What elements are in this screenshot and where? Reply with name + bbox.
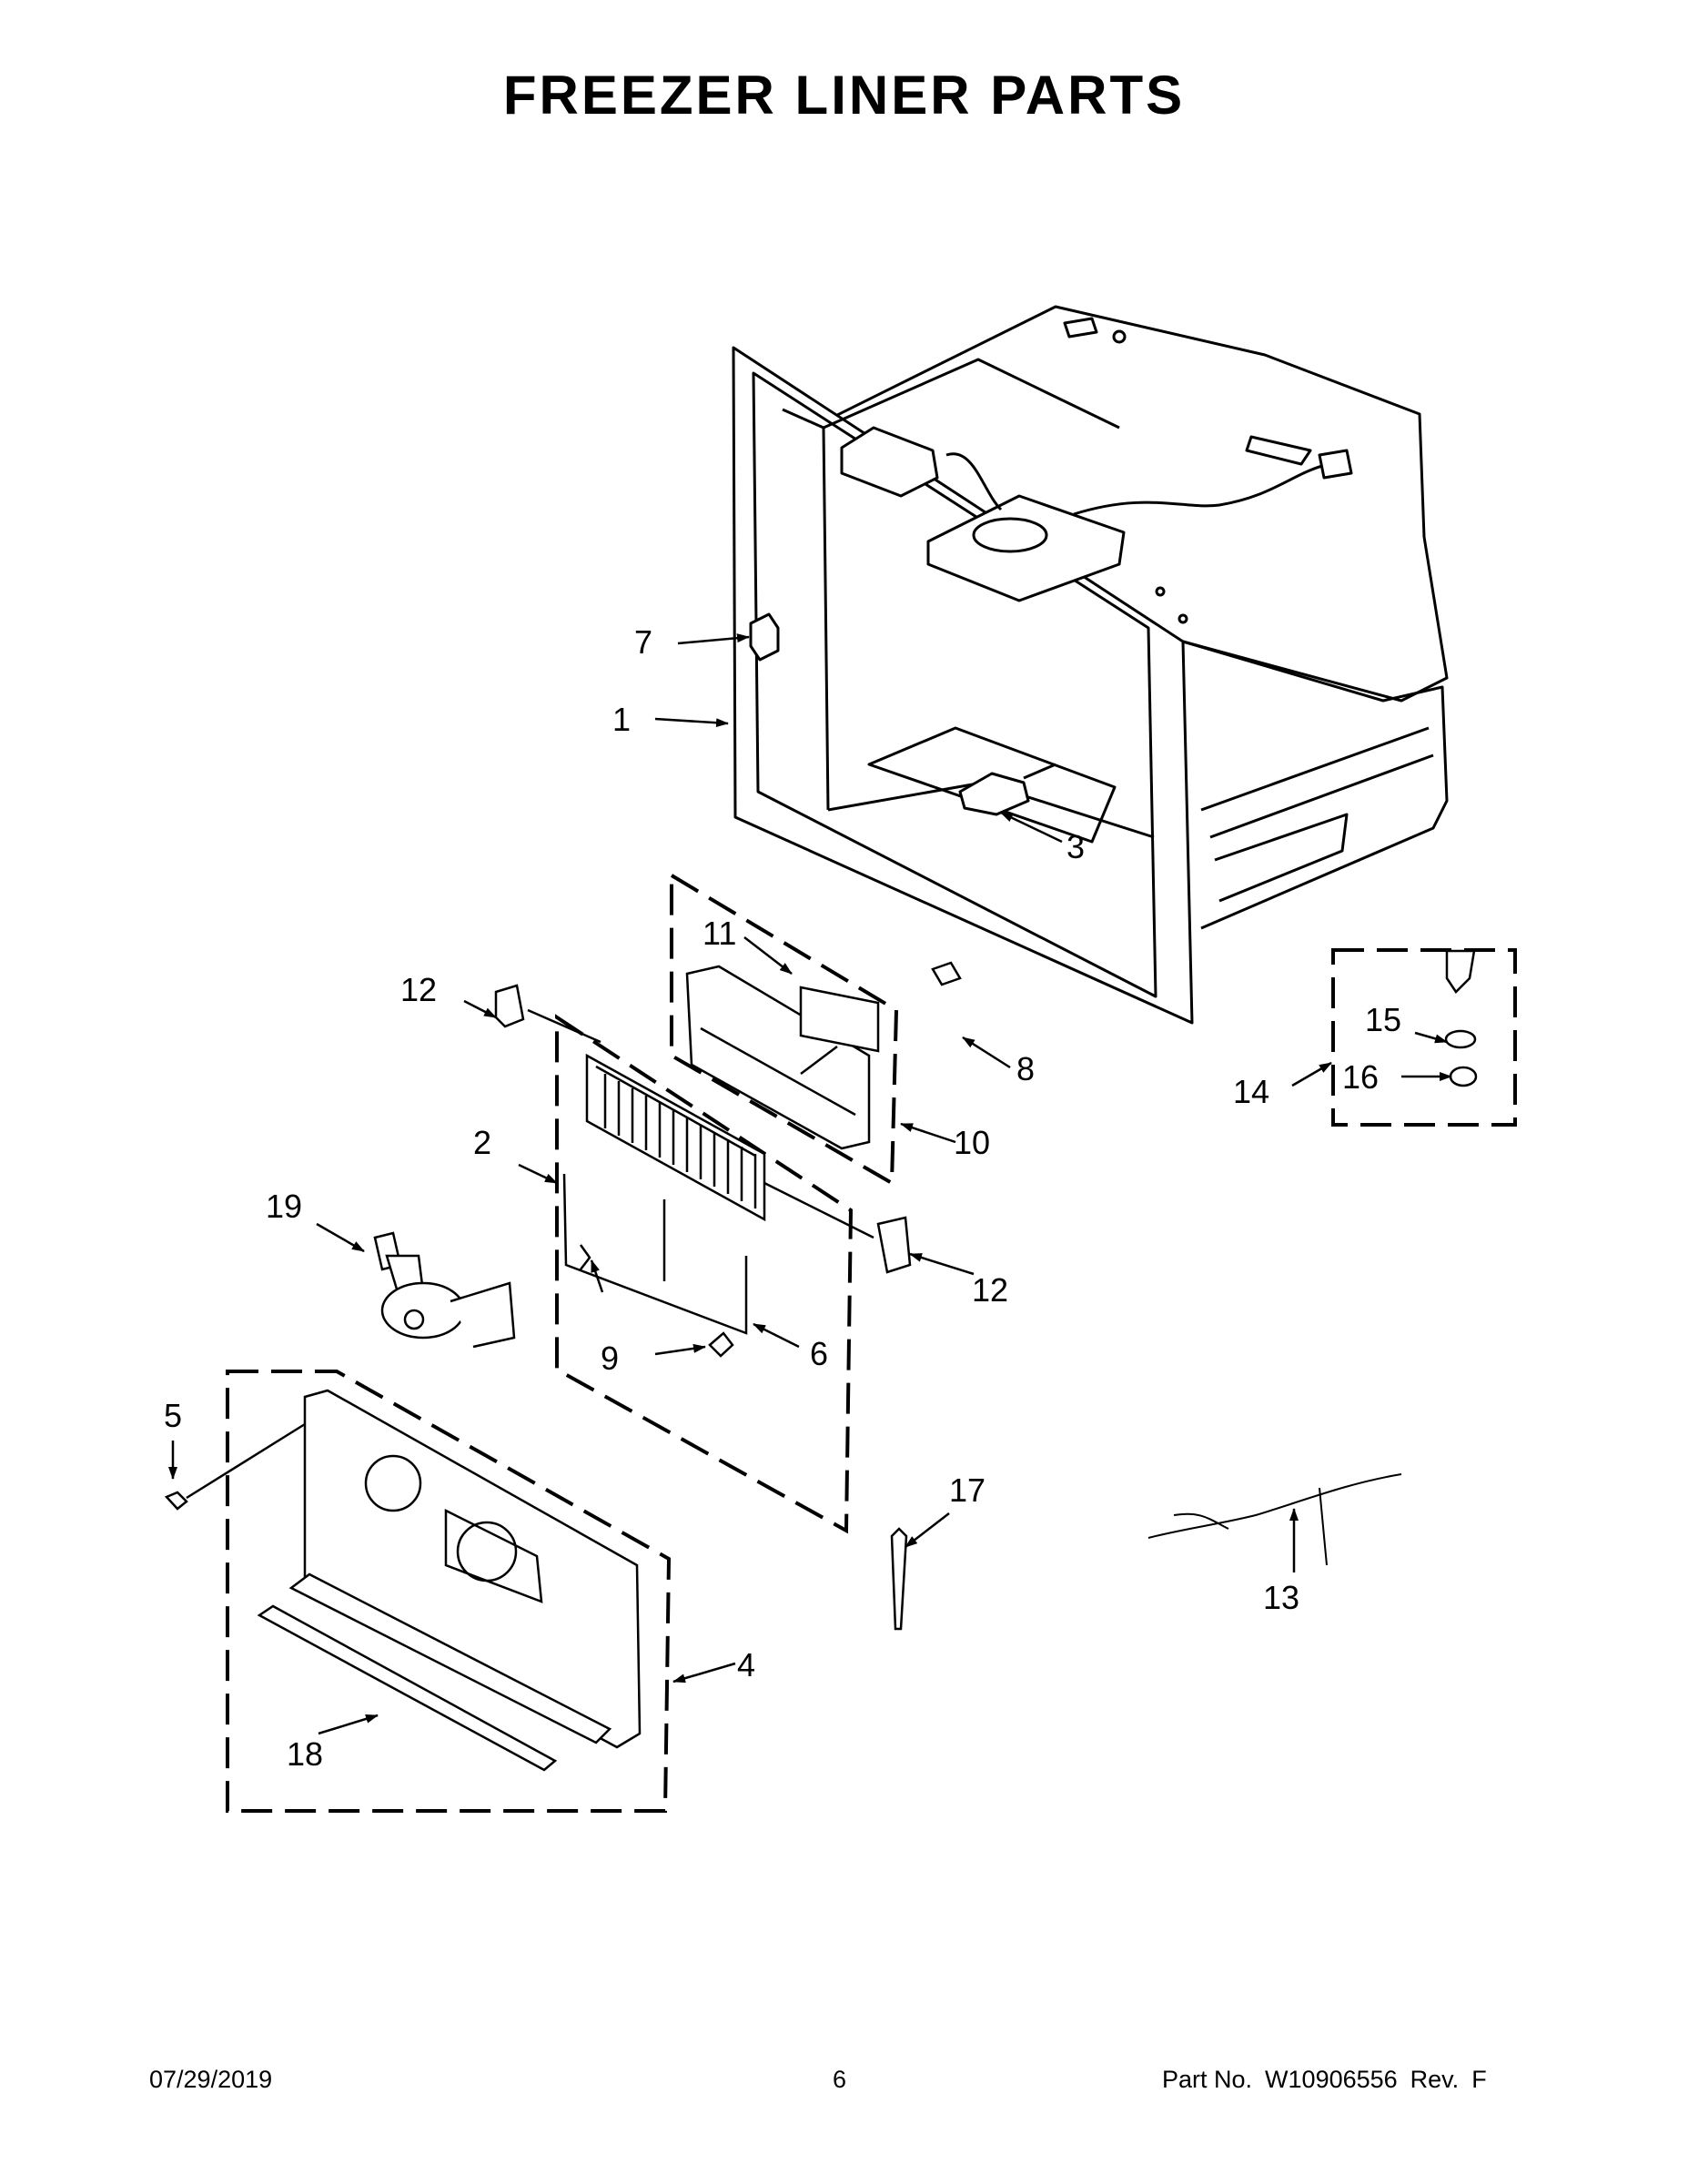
callout-11: 11 <box>702 915 736 952</box>
page-title: FREEZER LINER PARTS <box>502 65 1186 126</box>
defrost-cover <box>685 965 880 1150</box>
callout-2: 2 <box>473 1124 491 1161</box>
small-parts <box>164 949 1478 1631</box>
freezer-liner <box>732 305 1449 1025</box>
rev-label: Rev. <box>1410 2066 1460 2093</box>
callout-3: 3 <box>1066 828 1085 865</box>
part-no-label: Part No. <box>1162 2066 1253 2093</box>
callout-13: 13 <box>1263 1579 1299 1616</box>
callout-1: 1 <box>612 701 631 738</box>
callout-16: 16 <box>1342 1058 1379 1096</box>
rev-value: F <box>1471 2066 1487 2093</box>
callout-12-left: 12 <box>400 971 437 1008</box>
rear-panel <box>257 1389 642 1772</box>
callout-14: 14 <box>1233 1073 1269 1110</box>
fan-motor <box>373 1231 516 1349</box>
callout-9: 9 <box>601 1340 619 1377</box>
callout-17: 17 <box>949 1471 986 1509</box>
part-number: W10906556 <box>1265 2066 1398 2093</box>
evaporator-group <box>226 872 1517 1813</box>
footer-page-number: 6 <box>833 2066 847 2093</box>
evaporator-coil <box>527 1008 874 1335</box>
callout-12-right: 12 <box>972 1271 1008 1309</box>
footer-part-info: Part No. W10906556 Rev. F <box>1162 2066 1500 2094</box>
callout-8: 8 <box>1016 1050 1035 1087</box>
callout-5: 5 <box>164 1397 182 1434</box>
callout-7: 7 <box>634 623 652 661</box>
leader-lines <box>168 633 1452 1735</box>
callout-18: 18 <box>287 1735 323 1773</box>
callout-4: 4 <box>737 1646 755 1684</box>
wire-harness <box>1147 1473 1402 1566</box>
callout-6: 6 <box>810 1335 828 1372</box>
callout-10: 10 <box>954 1124 990 1161</box>
footer-date: 07/29/2019 <box>149 2066 273 2093</box>
callout-19: 19 <box>266 1188 302 1225</box>
callout-15: 15 <box>1365 1001 1401 1038</box>
